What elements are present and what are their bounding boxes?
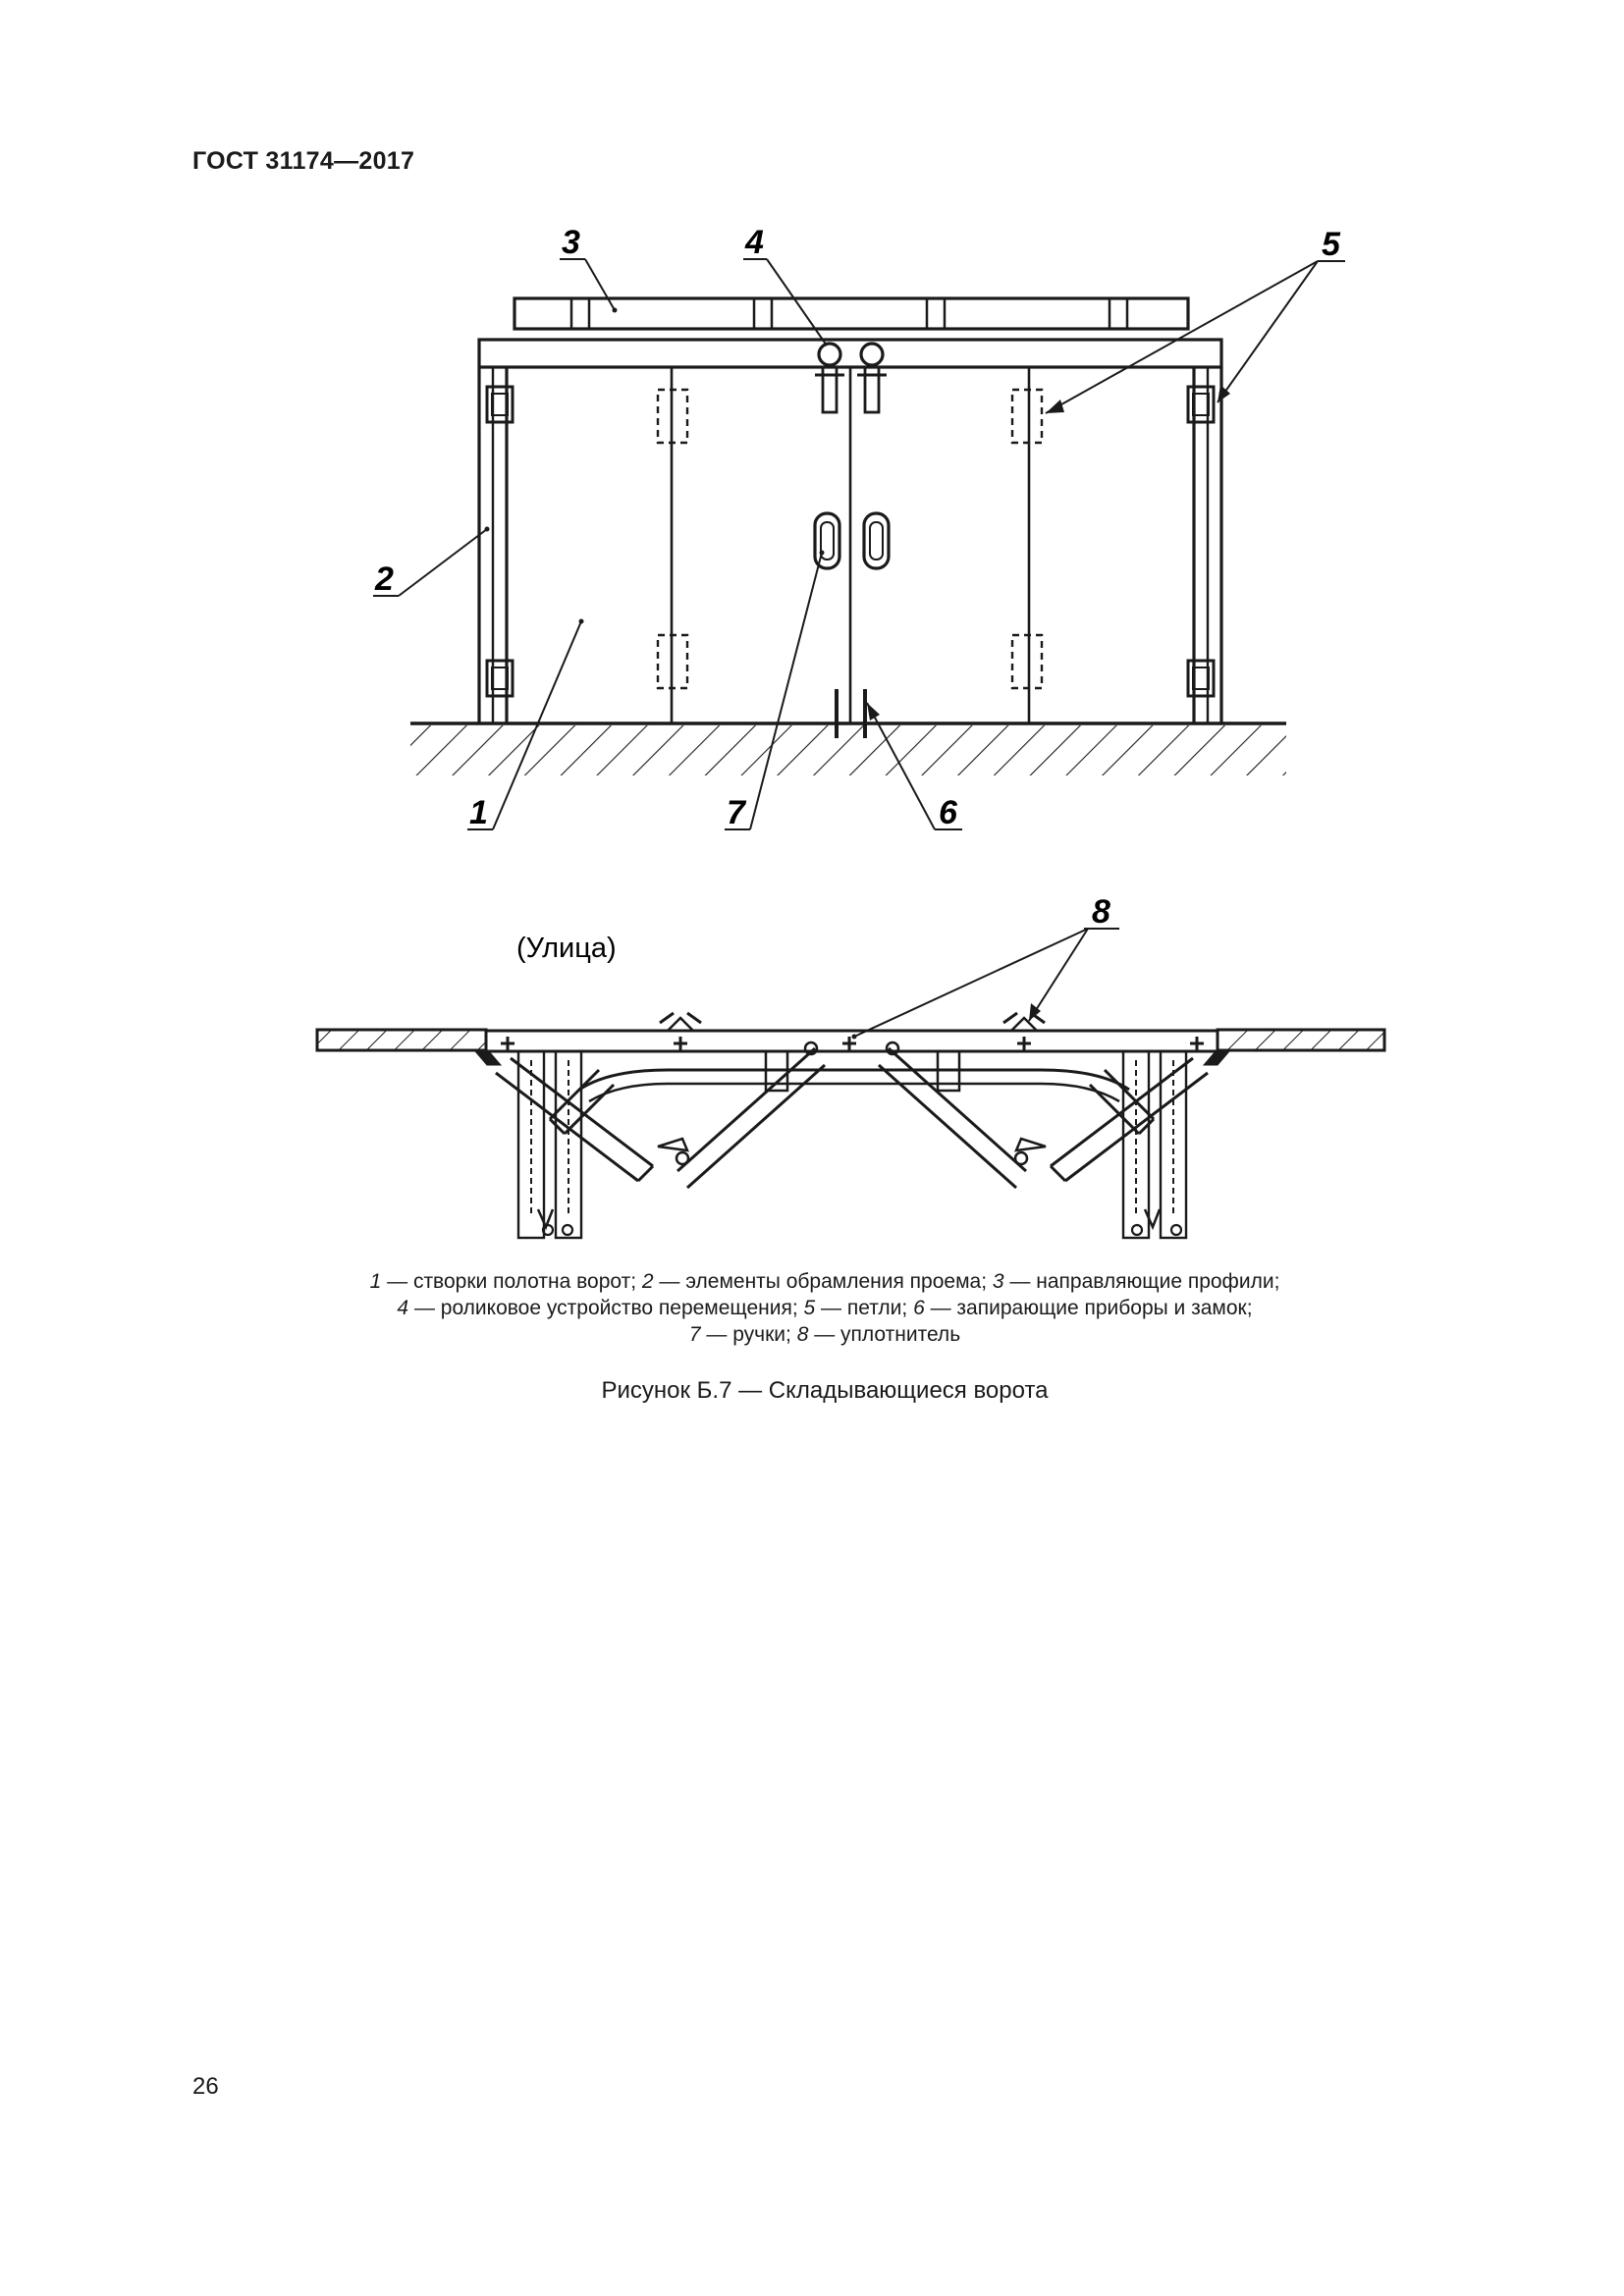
callout-3: 3 xyxy=(562,224,580,261)
callout-6: 6 xyxy=(939,794,958,831)
legend-line-3: 7 — ручки; 8 — уплотнитель xyxy=(688,1323,961,1346)
figure-caption: Рисунок Б.7 — Складывающиеся ворота xyxy=(601,1377,1049,1404)
document-header: ГОСТ 31174—2017 xyxy=(192,147,415,175)
street-label: (Улица) xyxy=(516,933,617,964)
callout-1: 1 xyxy=(469,794,488,831)
gate-plan-view xyxy=(315,928,1386,1240)
callout-8: 8 xyxy=(1092,893,1110,931)
figure-legend: 1 — створки полотна ворот; 2 — элементы … xyxy=(295,1268,1355,1348)
callout-5: 5 xyxy=(1322,226,1341,263)
callout-2: 2 xyxy=(374,561,394,598)
page-number: 26 xyxy=(192,2073,219,2100)
figure-drawing: 3 4 5 2 1 7 6 (Улица) 8 xyxy=(315,224,1386,1240)
legend-line-1: 1 — створки полотна ворот; 2 — элементы … xyxy=(369,1270,1280,1293)
legend-line-2: 4 — роликовое устройство перемещения; 5 … xyxy=(397,1297,1253,1319)
gate-front-view xyxy=(373,258,1345,830)
callout-4: 4 xyxy=(744,224,764,261)
callout-7: 7 xyxy=(727,794,747,831)
